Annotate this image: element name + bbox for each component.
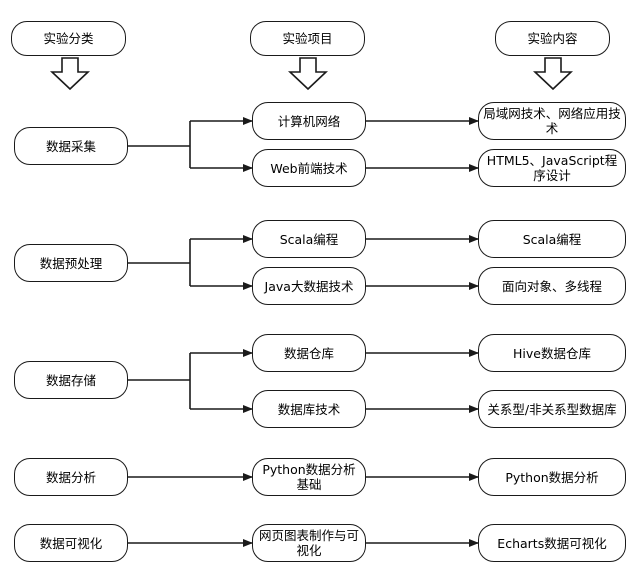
- project-label: Java大数据技术: [264, 278, 354, 294]
- content-label: 局域网技术、网络应用技术: [483, 106, 621, 136]
- content-node: HTML5、JavaScript程序设计: [478, 149, 626, 187]
- content-label: Scala编程: [522, 231, 582, 247]
- project-label: 数据库技术: [277, 401, 341, 417]
- project-label: Scala编程: [279, 231, 339, 247]
- project-label: 网页图表制作与可视化: [258, 528, 359, 558]
- project-node: 网页图表制作与可视化: [252, 524, 366, 562]
- down-arrow-icon: [50, 57, 90, 91]
- category-label: 数据采集: [45, 138, 96, 154]
- category-label: 数据预处理: [39, 255, 103, 271]
- project-node: Web前端技术: [252, 149, 366, 187]
- header-content-label: 实验内容: [527, 31, 578, 46]
- project-node: Scala编程: [252, 220, 366, 258]
- project-label: 数据仓库: [283, 345, 334, 361]
- project-node: 计算机网络: [252, 102, 366, 140]
- content-node: Python数据分析: [478, 458, 626, 496]
- content-label: 关系型/非关系型数据库: [487, 401, 617, 417]
- project-node: 数据库技术: [252, 390, 366, 428]
- content-label: HTML5、JavaScript程序设计: [486, 153, 618, 183]
- project-node: Python数据分析基础: [252, 458, 366, 496]
- category-label: 数据可视化: [39, 535, 103, 551]
- category-node: 数据存储: [14, 361, 128, 399]
- down-arrow-icon: [533, 57, 573, 91]
- category-node: 数据预处理: [14, 244, 128, 282]
- header-content: 实验内容: [495, 21, 610, 56]
- header-project: 实验项目: [250, 21, 365, 56]
- category-label: 数据分析: [45, 469, 96, 485]
- content-label: Hive数据仓库: [513, 345, 591, 361]
- content-node: 关系型/非关系型数据库: [478, 390, 626, 428]
- content-node: Hive数据仓库: [478, 334, 626, 372]
- category-node: 数据采集: [14, 127, 128, 165]
- content-node: 局域网技术、网络应用技术: [478, 102, 626, 140]
- project-label: Python数据分析基础: [262, 462, 356, 492]
- content-label: Echarts数据可视化: [497, 535, 607, 551]
- project-label: 计算机网络: [277, 113, 341, 129]
- category-node: 数据分析: [14, 458, 128, 496]
- content-node: 面向对象、多线程: [478, 267, 626, 305]
- category-node: 数据可视化: [14, 524, 128, 562]
- project-label: Web前端技术: [270, 160, 348, 176]
- content-node: Echarts数据可视化: [478, 524, 626, 562]
- content-node: Scala编程: [478, 220, 626, 258]
- header-category: 实验分类: [11, 21, 126, 56]
- category-label: 数据存储: [45, 372, 96, 388]
- project-node: Java大数据技术: [252, 267, 366, 305]
- content-label: 面向对象、多线程: [501, 278, 602, 294]
- header-category-label: 实验分类: [43, 31, 94, 46]
- down-arrow-icon: [288, 57, 328, 91]
- project-node: 数据仓库: [252, 334, 366, 372]
- content-label: Python数据分析: [505, 469, 599, 485]
- header-project-label: 实验项目: [282, 31, 333, 46]
